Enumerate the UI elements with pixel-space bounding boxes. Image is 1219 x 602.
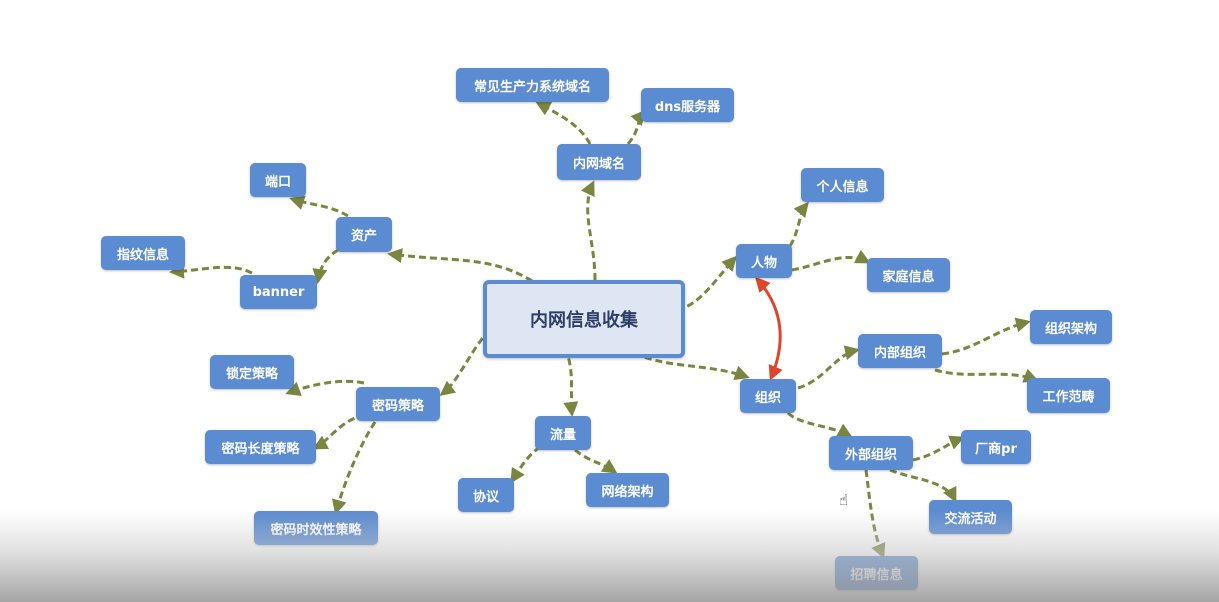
link-org-external [786,411,853,438]
link-password-lock [285,379,365,396]
node-vendor[interactable]: 厂商pr [961,430,1031,464]
link-domain-prod [535,101,592,145]
link-traffic-protocol [510,445,541,484]
node-length[interactable]: 密码长度策略 [205,430,316,464]
node-recruit[interactable]: 招聘信息 [835,556,918,590]
center-node[interactable]: 内网信息收集 [483,280,685,358]
node-domain[interactable]: 内网域名 [557,144,641,180]
node-external-org[interactable]: 外部组织 [829,436,913,470]
link-asset-banner [312,248,339,284]
link-external-exchange [889,468,957,503]
link-person-personal [788,201,809,247]
link-person-org-relation [754,276,783,381]
link-asset-port [289,195,349,218]
link-internal-scope [934,368,1039,383]
link-center-domain [581,180,597,281]
hand-cursor-icon: ☝ [839,491,849,509]
node-internal-org[interactable]: 内部组织 [858,334,942,368]
node-lock[interactable]: 锁定策略 [210,355,294,389]
node-netarch[interactable]: 网络架构 [586,473,669,507]
node-banner[interactable]: banner [240,275,317,309]
node-family-info[interactable]: 家庭信息 [867,258,950,292]
node-personal-info[interactable]: 个人信息 [801,168,884,202]
node-expiry[interactable]: 密码时效性策略 [254,511,378,545]
node-asset[interactable]: 资产 [336,217,392,252]
link-center-asset [387,248,533,283]
node-prod-domain[interactable]: 常见生产力系统域名 [456,68,609,102]
link-external-vendor [912,435,965,462]
link-banner-fingerprint [169,263,253,279]
link-internal-orgarch [941,317,1031,356]
link-external-recruit [864,469,886,559]
node-port[interactable]: 端口 [250,163,306,197]
link-traffic-netarch [574,448,618,474]
link-org-internal [797,345,860,390]
node-protocol[interactable]: 协议 [458,478,514,512]
link-password-expiry [332,421,377,515]
link-center-person [676,255,738,312]
node-work-scope[interactable]: 工作范畴 [1027,378,1110,413]
node-fingerprint[interactable]: 指纹信息 [101,236,185,270]
node-org-arch[interactable]: 组织架构 [1030,310,1112,344]
node-dns[interactable]: dns服务器 [641,88,734,122]
node-exchange[interactable]: 交流活动 [929,500,1012,534]
node-person[interactable]: 人物 [736,244,792,278]
node-password[interactable]: 密码策略 [356,387,440,421]
node-traffic[interactable]: 流量 [535,416,591,450]
link-person-family [791,249,871,272]
node-org[interactable]: 组织 [740,379,796,413]
